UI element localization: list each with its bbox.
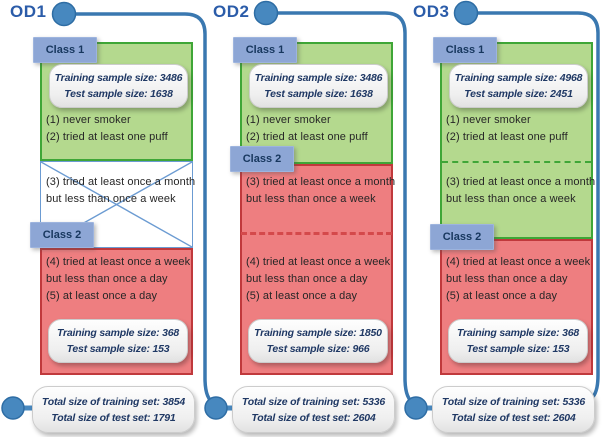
item-one-puff: (2) tried at least one puff: [446, 131, 568, 143]
training-sample-size: Training sample size: 1850: [254, 327, 382, 339]
od3-class1-items: (1) never smoker (2) tried at least one …: [446, 112, 598, 146]
item-once-a-month: (3) tried at least once a month but less…: [446, 176, 596, 205]
item-once-a-week: (4) tried at least once a week but less …: [446, 256, 591, 285]
od1-bottom-node-icon: [1, 396, 25, 420]
training-sample-size: Training sample size: 4968: [454, 72, 583, 84]
od3-title: OD3: [413, 2, 450, 21]
test-sample-size: Test sample size: 153: [66, 343, 170, 355]
od3-class1-divider-dashed-line: [442, 161, 591, 163]
od3-class1-sample-sizes: Training sample size: 4968 Test sample s…: [449, 64, 588, 108]
od1-total-sizes: Total size of training set: 3854 Total s…: [32, 386, 195, 433]
od2-title: OD2: [213, 2, 250, 21]
od3-bracket-line: [475, 11, 600, 401]
item-one-puff: (2) tried at least one puff: [246, 131, 368, 143]
od3-class2-sample-sizes: Training sample size: 368 Test sample si…: [448, 319, 588, 363]
od2-panel: OD2 Class 1 Class 2 Training sample size…: [200, 0, 400, 437]
training-sample-size: Training sample size: 3486: [54, 72, 183, 84]
test-sample-size: Test sample size: 1638: [264, 88, 373, 100]
test-sample-size: Test sample size: 966: [266, 343, 370, 355]
item-once-a-month: (3) tried at least once a month but less…: [46, 176, 196, 205]
od3-class1-label: Class 1: [433, 37, 497, 63]
total-test-size: Total size of test set: 1791: [51, 411, 176, 424]
od2-class2-label: Class 2: [230, 146, 294, 172]
training-sample-size: Training sample size: 368: [456, 327, 580, 339]
total-training-size: Total size of training set: 5336: [241, 395, 386, 408]
od3-class2-items: (4) tried at least once a week but less …: [446, 254, 598, 305]
od3-total-sizes: Total size of training set: 5336 Total s…: [432, 386, 595, 433]
total-training-size: Total size of training set: 5336: [441, 395, 586, 408]
training-sample-size: Training sample size: 3486: [254, 72, 383, 84]
item-never-smoker: (1) never smoker: [446, 114, 531, 126]
od2-class1-items: (1) never smoker (2) tried at least one …: [246, 112, 398, 146]
od1-class2-sample-sizes: Training sample size: 368 Test sample si…: [48, 319, 188, 363]
item-never-smoker: (1) never smoker: [46, 114, 131, 126]
test-sample-size: Test sample size: 2451: [464, 88, 573, 100]
od1-excluded-item: (3) tried at least once a month but less…: [46, 174, 198, 208]
od2-class1-sample-sizes: Training sample size: 3486 Test sample s…: [249, 64, 388, 108]
total-test-size: Total size of test set: 2604: [251, 411, 376, 424]
od2-class1-label: Class 1: [233, 37, 297, 63]
od1-title: OD1: [10, 2, 47, 21]
total-training-size: Total size of training set: 3854: [41, 395, 186, 408]
training-sample-size: Training sample size: 368: [56, 327, 180, 339]
od1-class1-sample-sizes: Training sample size: 3486 Test sample s…: [49, 64, 188, 108]
od2-bracket-line: [275, 11, 416, 405]
test-sample-size: Test sample size: 153: [466, 343, 570, 355]
item-one-puff: (2) tried at least one puff: [46, 131, 168, 143]
od2-class2-divider-dashed-line: [241, 232, 392, 235]
od2-class2-sample-sizes: Training sample size: 1850 Test sample s…: [248, 319, 388, 363]
item-once-a-day: (5) at least once a day: [46, 290, 158, 302]
od1-class1-items: (1) never smoker (2) tried at least one …: [46, 112, 198, 146]
od1-bracket-line: [73, 12, 216, 405]
od3-class2-label: Class 2: [430, 224, 494, 250]
item-never-smoker: (1) never smoker: [246, 114, 331, 126]
total-test-size: Total size of test set: 2604: [451, 411, 576, 424]
od3-panel: OD3 Class 1 Class 2 Training sample size…: [400, 0, 600, 437]
test-sample-size: Test sample size: 1638: [64, 88, 173, 100]
item-once-a-month: (3) tried at least once a month but less…: [246, 176, 396, 205]
od3-bottom-node-icon: [404, 396, 428, 420]
od2-class2-item3: (3) tried at least once a month but less…: [246, 174, 398, 208]
od3-top-node-icon: [453, 0, 479, 26]
od1-class2-label: Class 2: [30, 222, 94, 248]
od3-class1-item3: (3) tried at least once a month but less…: [446, 174, 598, 208]
od2-bottom-node-icon: [204, 396, 228, 420]
item-once-a-week: (4) tried at least once a week but less …: [246, 256, 391, 285]
od1-class1-label: Class 1: [33, 37, 97, 63]
od2-class2-items: (4) tried at least once a week but less …: [246, 254, 398, 305]
od1-top-node-icon: [51, 1, 77, 27]
od2-top-node-icon: [253, 0, 279, 26]
item-once-a-day: (5) at least once a day: [446, 290, 558, 302]
od1-class2-items: (4) tried at least once a week but less …: [46, 254, 198, 305]
od1-panel: OD1 Class 1 Class 2 Training sample size…: [0, 0, 200, 437]
item-once-a-day: (5) at least once a day: [246, 290, 358, 302]
od2-total-sizes: Total size of training set: 5336 Total s…: [232, 386, 395, 433]
item-once-a-week: (4) tried at least once a week but less …: [46, 256, 191, 285]
